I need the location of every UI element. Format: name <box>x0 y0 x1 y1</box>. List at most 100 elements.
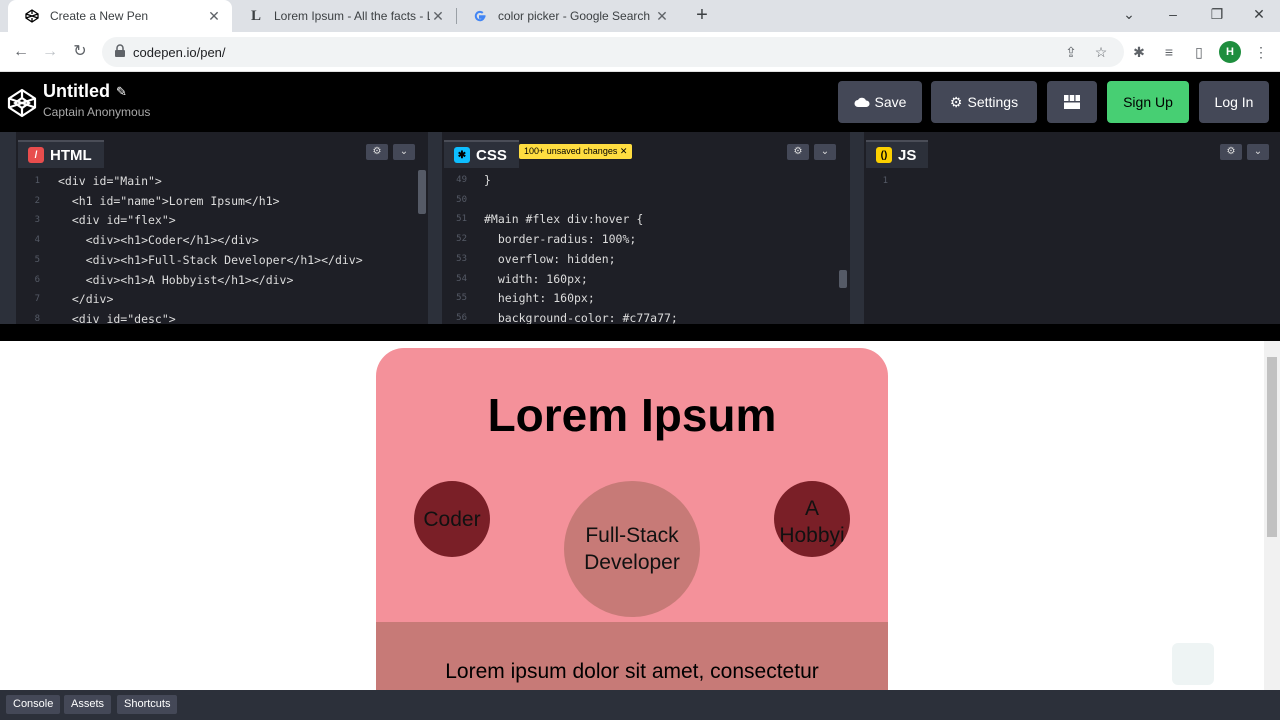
js-code[interactable] <box>900 172 1260 312</box>
tab-js-editor[interactable]: () JS <box>866 140 929 168</box>
reload-icon[interactable]: ↻ <box>73 43 87 60</box>
html-code[interactable]: <div id="Main"> <h1 id="name">Lorem Ipsu… <box>58 172 363 330</box>
sign-up-button[interactable]: Sign Up <box>1107 81 1189 123</box>
pen-title[interactable]: Untitled <box>43 81 110 101</box>
close-icon[interactable]: ✕ <box>432 7 444 24</box>
code-line: <div id="flex"> <box>58 213 176 228</box>
share-icon[interactable]: ⇪ <box>1065 44 1077 60</box>
tab-html-editor[interactable]: / HTML <box>18 140 104 168</box>
save-button[interactable]: Save <box>838 81 922 123</box>
browser-tab-codepen[interactable]: Create a New Pen ✕ <box>8 0 232 32</box>
console-button[interactable]: Console <box>6 695 61 714</box>
html-editor-label: HTML <box>50 146 92 164</box>
css-lang-icon: ✱ <box>454 147 470 163</box>
js-editor-label: JS <box>898 146 917 164</box>
minimize-icon[interactable]: – <box>1169 6 1177 22</box>
line-number: 1 <box>34 176 40 186</box>
js-settings-gear-icon[interactable]: ⚙ <box>1220 144 1242 160</box>
html-collapse-chevron-icon[interactable]: ⌄ <box>393 144 415 160</box>
codepen-icon <box>24 8 40 24</box>
code-line: <div id="desc"> <box>58 311 176 326</box>
log-in-button[interactable]: Log In <box>1199 81 1269 123</box>
css-collapse-chevron-icon[interactable]: ⌄ <box>814 144 836 160</box>
line-number: 50 <box>456 194 467 205</box>
js-lang-icon: () <box>876 147 892 163</box>
preview-resize-bar[interactable] <box>0 324 1280 341</box>
back-arrow-icon[interactable]: ← <box>13 43 29 60</box>
tab-search-icon[interactable]: ⌄ <box>1123 6 1135 22</box>
tab-title: color picker - Google Search <box>498 9 651 23</box>
browser-tab-lipsum[interactable]: L Lorem Ipsum - All the facts - Lip ✕ <box>232 0 456 32</box>
js-collapse-chevron-icon[interactable]: ⌄ <box>1247 144 1269 160</box>
preview-scrollbar[interactable] <box>1264 341 1280 690</box>
codepen-logo-icon[interactable] <box>7 88 37 118</box>
css-settings-gear-icon[interactable]: ⚙ <box>787 144 809 160</box>
description-text: Lorem ipsum dolor sit amet, consectetur <box>445 660 819 683</box>
side-panel-icon[interactable]: ▯ <box>1195 44 1203 60</box>
close-icon[interactable]: ✕ <box>208 7 220 24</box>
item-label-line: Developer <box>584 551 680 574</box>
shortcuts-button[interactable]: Shortcuts <box>117 695 178 714</box>
tab-separator <box>456 8 457 24</box>
html-settings-gear-icon[interactable]: ⚙ <box>366 144 388 160</box>
close-icon[interactable]: ✕ <box>619 146 628 156</box>
avatar[interactable]: H <box>1219 41 1241 63</box>
omnibox[interactable]: codepen.io/pen/ ⇪ ☆ <box>102 37 1124 67</box>
line-number: 55 <box>456 293 467 304</box>
tab-css-editor[interactable]: ✱ CSS <box>444 140 519 168</box>
edit-pencil-icon[interactable]: ✎ <box>116 84 127 99</box>
assets-button[interactable]: Assets <box>64 695 112 714</box>
code-line: <div id="Main"> <box>58 174 162 188</box>
line-number: 4 <box>34 235 40 246</box>
sign-up-label: Sign Up <box>1123 94 1173 110</box>
unsaved-changes-badge[interactable]: 100+ unsaved changes ✕ <box>519 144 633 159</box>
footer-bar <box>0 690 1280 720</box>
url-text[interactable]: codepen.io/pen/ <box>133 45 226 60</box>
code-line: width: 160px; <box>484 271 588 286</box>
html-lang-icon: / <box>28 147 44 163</box>
extensions-puzzle-icon[interactable]: ✱ <box>1133 44 1145 60</box>
browser-tab-google[interactable]: color picker - Google Search ✕ <box>456 0 680 32</box>
settings-button[interactable]: ⚙ Settings <box>931 81 1037 123</box>
new-tab-button[interactable]: + <box>696 4 708 26</box>
item-label: Coder <box>423 506 480 533</box>
layout-button[interactable] <box>1047 81 1097 123</box>
line-number: 2 <box>34 195 40 206</box>
pen-author: Captain Anonymous <box>43 105 151 119</box>
line-number: 52 <box>456 234 467 245</box>
unsaved-badge-text: 100+ unsaved changes <box>524 146 618 156</box>
restore-icon[interactable]: ❐ <box>1210 6 1224 22</box>
css-scrollbar[interactable] <box>839 270 847 288</box>
code-line: background-color: #c77a77; <box>484 310 678 325</box>
tab-title: Create a New Pen <box>50 9 149 23</box>
item-label-line: Coder <box>423 507 481 531</box>
code-line: height: 160px; <box>484 291 595 306</box>
reading-list-icon[interactable]: ≡ <box>1164 44 1174 60</box>
line-number: 54 <box>456 273 467 284</box>
gear-icon: ⚙ <box>949 93 963 110</box>
forward-arrow-icon[interactable]: → <box>42 43 58 60</box>
code-line: border-radius: 100%; <box>484 232 637 247</box>
html-scrollbar[interactable] <box>418 170 426 214</box>
cloud-icon <box>854 97 870 107</box>
line-number: 1 <box>882 176 888 186</box>
bookmark-star-icon[interactable]: ☆ <box>1094 44 1108 60</box>
more-menu-icon[interactable]: ⋮ <box>1254 44 1268 60</box>
close-icon[interactable]: ✕ <box>656 7 668 24</box>
window-close-icon[interactable]: ✕ <box>1253 6 1265 22</box>
code-line: <div><h1>A Hobbyist</h1></div> <box>58 272 294 287</box>
settings-label: Settings <box>967 94 1019 110</box>
css-code[interactable]: } #Main #flex div:hover { border-radius:… <box>484 171 678 329</box>
item-label-line: Full-Stack <box>585 524 679 547</box>
editor-resize-handle[interactable] <box>428 132 442 324</box>
item-coder[interactable]: Coder <box>414 481 490 557</box>
preview-scrollbar-thumb[interactable] <box>1267 357 1277 537</box>
editor-resize-handle[interactable] <box>850 132 864 324</box>
address-bar: ← → ↻ codepen.io/pen/ ⇪ ☆ ✱ ≡ ▯ H ⋮ <box>0 32 1280 72</box>
